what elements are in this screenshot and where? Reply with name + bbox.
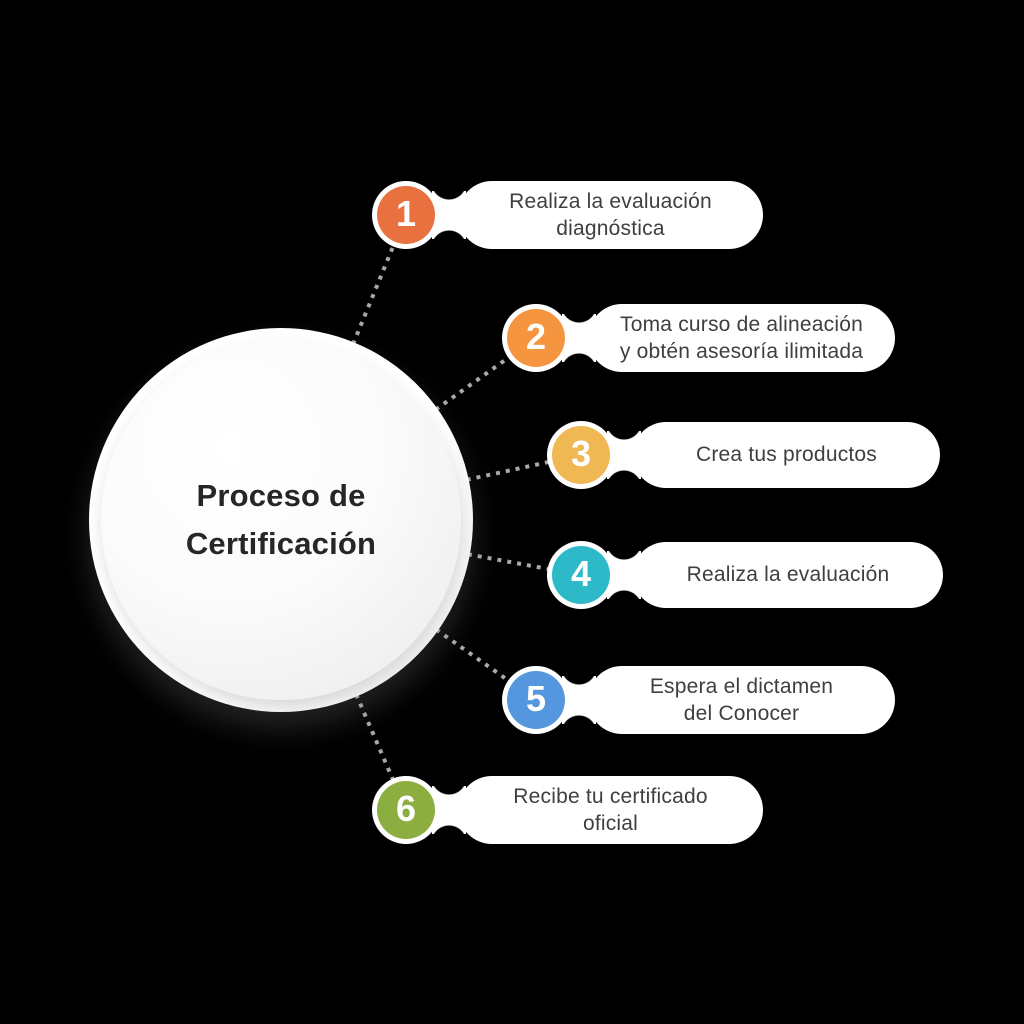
center-title: Proceso de Certificación — [185, 477, 377, 561]
center-circle-face: Proceso de Certificación — [101, 340, 461, 700]
center-circle: Proceso de Certificación — [89, 328, 473, 712]
